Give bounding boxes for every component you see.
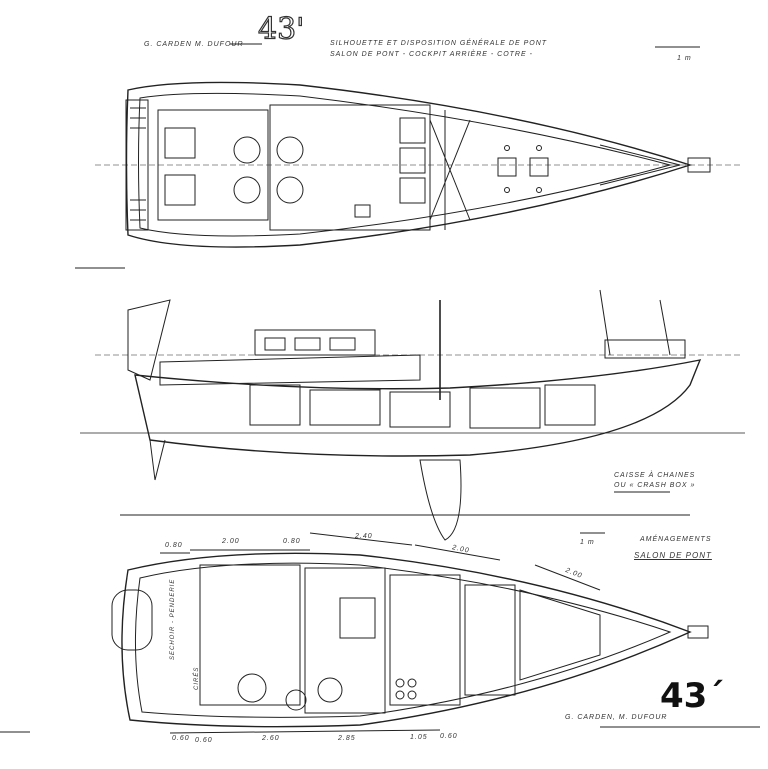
dim-top-3: 2.40 (355, 533, 373, 540)
dim-bottom-0: 0.60 (172, 735, 190, 742)
keel (419, 459, 462, 541)
layout-heading: AMÉNAGEMENTS (640, 536, 712, 543)
galley (389, 574, 461, 706)
dim-bottom-2: 2.60 (262, 735, 280, 742)
scale-label-profile: 1 m (580, 539, 595, 546)
aft-cabin (199, 564, 301, 706)
dim-top-0: 0.80 (165, 542, 183, 549)
dim-bottom-1: 0.60 (195, 737, 213, 744)
signature: G. CARDEN, M. DUFOUR (565, 714, 668, 721)
accommodation-plan (0, 532, 760, 734)
scale-label-top: 1 m (677, 55, 692, 62)
hatch (529, 157, 549, 177)
deck-plan (75, 81, 740, 269)
chain-locker-note-2: OU « CRASH BOX » (614, 482, 696, 489)
forward-cabin (519, 589, 601, 681)
subtitle-line-2: SALON DE PONT - COCKPIT ARRIÈRE - COTRE … (330, 51, 533, 58)
dim-bottom-4: 1.05 (410, 734, 428, 741)
saloon (304, 567, 386, 714)
model-logo: 43' (257, 11, 305, 47)
rudder (149, 439, 166, 481)
dim-bottom-5: 0.60 (440, 733, 458, 740)
hatch (497, 157, 517, 177)
wind-vane (127, 299, 171, 381)
profile-view (80, 289, 745, 541)
designers-label: G. CARDEN M. DUFOUR (144, 41, 244, 48)
dim-bottom-3: 2.85 (338, 735, 356, 742)
subtitle-line-1: SILHOUETTE ET DISPOSITION GÉNÉRALE DE PO… (330, 40, 548, 47)
model-number: 43´ (660, 676, 725, 716)
pulpit (604, 339, 686, 359)
dim-top-1: 2.00 (222, 538, 240, 545)
deck-saloon-roof (269, 104, 431, 231)
deck-saloon (254, 329, 376, 356)
layout-subheading: SALON DE PONT (634, 551, 712, 560)
dim-top-2: 0.80 (283, 538, 301, 545)
dinghy (111, 589, 153, 651)
chain-locker-note-1: CAISSE À CHAINES (614, 472, 696, 479)
